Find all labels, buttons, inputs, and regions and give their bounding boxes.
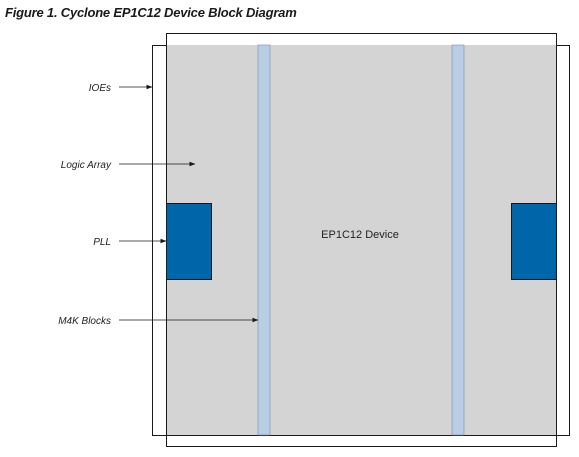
callout-label-ioes: IOEs bbox=[89, 83, 111, 94]
callout-label-pll: PLL bbox=[93, 237, 111, 248]
callout-label-m4k-blocks: M4K Blocks bbox=[58, 316, 111, 327]
pll-block-left bbox=[166, 203, 212, 280]
pll-block-right bbox=[511, 203, 557, 280]
figure-title: Figure 1. Cyclone EP1C12 Device Block Di… bbox=[5, 5, 297, 20]
device-label: EP1C12 Device bbox=[321, 229, 399, 241]
m4k-column-right bbox=[451, 44, 465, 436]
callout-label-logic-array: Logic Array bbox=[61, 160, 112, 171]
m4k-column-left bbox=[257, 44, 271, 436]
logic-array-region bbox=[166, 45, 556, 435]
